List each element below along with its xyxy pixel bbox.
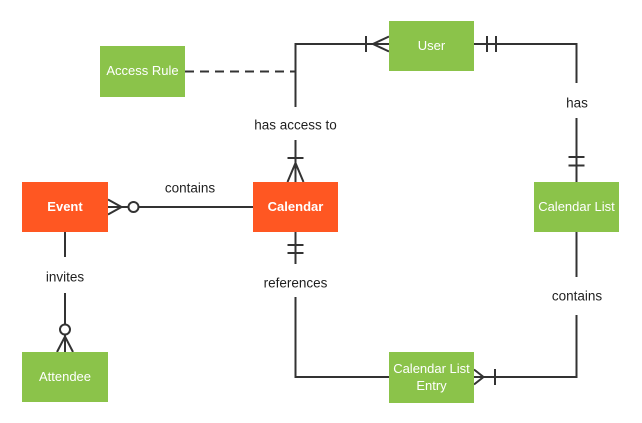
zero-ring-icon	[127, 201, 140, 213]
relationship-line-contains-event-calendar	[107, 198, 253, 216]
zero-ring-icon	[59, 323, 71, 336]
crow-foot-many-icon	[286, 160, 305, 183]
entity-label: Calendar List Entry	[393, 361, 470, 393]
crow-foot-many-icon	[107, 198, 124, 216]
crow-foot-many-icon	[56, 334, 74, 353]
entity-label: User	[417, 37, 446, 53]
relationship-label-invites: invites	[45, 269, 85, 285]
relationship-label-contains: contains	[164, 180, 216, 196]
entity-calendar-list: Calendar List	[534, 182, 619, 232]
relationship-line-contains-calendarlist-entry	[473, 232, 578, 386]
entity-calendar-list-entry: Calendar List Entry	[389, 352, 474, 403]
entity-calendar: Calendar	[253, 182, 338, 232]
entity-access-rule: Access Rule	[100, 46, 185, 97]
entity-user: User	[389, 21, 474, 71]
relationship-label-contains-2: contains	[551, 288, 603, 304]
entity-label: Access Rule	[106, 63, 179, 79]
crow-foot-many-icon	[370, 35, 390, 53]
entity-label: Calendar List	[538, 198, 615, 214]
entity-attendee: Attendee	[22, 352, 108, 402]
relationship-label-has: has	[566, 95, 588, 111]
relationship-line-has-access-to	[286, 35, 390, 183]
entity-label: Calendar	[267, 198, 324, 214]
crow-foot-many-icon	[473, 368, 486, 386]
entity-label: Event	[47, 198, 83, 214]
relationship-line-has	[474, 36, 585, 182]
relationship-line-invites	[56, 232, 74, 353]
entity-event: Event	[22, 182, 108, 232]
relationship-line-references	[287, 232, 389, 378]
entity-label: Attendee	[38, 368, 92, 384]
relationship-label-references: references	[263, 275, 328, 291]
relationship-label-has-access-to: has access to	[254, 117, 337, 133]
